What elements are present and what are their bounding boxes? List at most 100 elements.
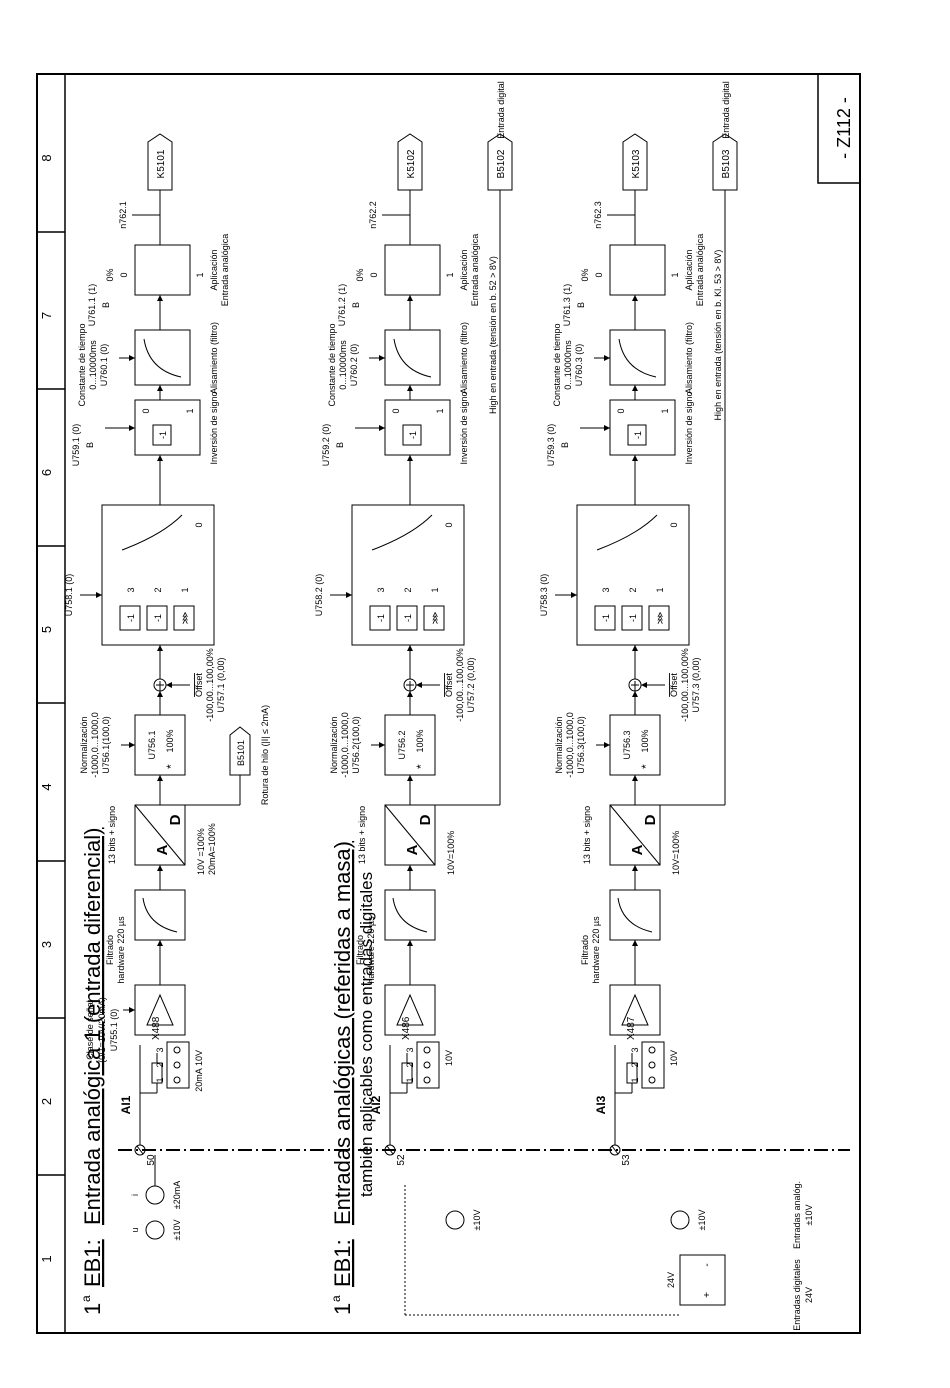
offset-label: -100,00...100,00% — [205, 648, 215, 722]
output-label: K5101 — [156, 149, 167, 178]
filter-label: hardware 220 µs — [366, 916, 376, 984]
zero-pct: 0% — [355, 268, 365, 281]
arrow — [157, 691, 163, 697]
arrow — [157, 455, 163, 461]
offset-label: -100,00...100,00% — [455, 648, 465, 722]
smoothing-label: Alisamiento (filtro) — [209, 322, 219, 394]
output-connector — [397, 133, 423, 191]
terminal-number: 53 — [621, 1154, 632, 1166]
switch-pos: 0 — [391, 408, 401, 413]
switch-pos: 1 — [435, 408, 445, 413]
arrow — [157, 775, 163, 781]
terminal-number: 50 — [146, 1154, 157, 1166]
output-label: K5102 — [406, 149, 417, 178]
wire-break-connector — [229, 726, 251, 776]
jumper-pin-label: 2 — [155, 1062, 165, 1067]
scale-note: 20mA=100% — [207, 823, 217, 875]
signal-class-label: U755.1 (0) — [109, 1009, 119, 1052]
signal-class-label: (0/1=10V/20mA) — [97, 997, 107, 1063]
jumper-box — [166, 1041, 190, 1089]
application-label: Entrada analógica — [695, 234, 705, 307]
offset-label: -100,00...100,00% — [680, 648, 690, 722]
column-number: 2 — [39, 1098, 54, 1105]
abs-sub-label: ⋙ — [430, 611, 440, 624]
jumper-voltage: 10V — [444, 1050, 454, 1066]
title1-super: a — [79, 1295, 93, 1302]
arrow — [416, 682, 422, 688]
jumper-pin-1 — [423, 1076, 431, 1084]
arrow — [632, 691, 638, 697]
abs-sub-label: ⋙ — [180, 611, 190, 624]
mult-param: U756.3 — [622, 730, 632, 759]
abs-num: 1 — [430, 587, 440, 592]
abs-block — [576, 504, 690, 646]
app-param: U761.1 (1) — [87, 284, 97, 327]
abs-selector — [596, 514, 658, 551]
analog-inputs-label: ±10V — [804, 1205, 814, 1226]
smoothing-filter-block — [609, 329, 666, 386]
arrow — [632, 645, 638, 651]
amplifier-triangle — [621, 993, 649, 1026]
switch-pos: 1 — [185, 408, 195, 413]
mult-param: U756.2 — [397, 730, 407, 759]
title2-num: 1 — [330, 1303, 355, 1315]
norm-label: -1000,0...1000,0 — [565, 712, 575, 778]
offset-label: Offset — [194, 673, 204, 697]
abs-param: U758.3 (0) — [539, 574, 549, 617]
app-param: U761.3 (1) — [562, 284, 572, 327]
scale-note: 10V =100% — [196, 828, 206, 875]
switch-pos: 1 — [660, 408, 670, 413]
arrow — [157, 295, 163, 301]
jumper-box — [416, 1041, 440, 1089]
arrow — [157, 940, 163, 946]
jumper-note: 20mA — [194, 1068, 204, 1092]
abs-num: 1 — [655, 587, 665, 592]
abs-param: U758.1 (0) — [64, 574, 74, 617]
application-switch-block — [609, 244, 666, 296]
arrow — [379, 425, 385, 431]
jumper-box — [641, 1041, 665, 1089]
source-ai3 — [670, 1210, 690, 1230]
n-param: n762.2 — [368, 201, 378, 229]
title2-text: Entradas analógicas (referidas a masa) — [330, 841, 355, 1225]
hardware-filter-block — [384, 889, 436, 941]
inv-sub-label: -1 — [158, 431, 168, 439]
time-constant-label: Constante de tiempo — [327, 323, 337, 406]
channel-label: AI3 — [594, 1095, 608, 1114]
mult-star: * — [164, 764, 178, 769]
adc-bits: 13 bits + signo — [107, 806, 117, 864]
title2-subtitle: también aplicables como entradas digital… — [357, 872, 376, 1197]
smoothing-curve — [393, 338, 432, 378]
switch-pos: 1 — [195, 272, 205, 277]
battery-box — [679, 1254, 726, 1306]
norm-label: U756.3(100,0) — [576, 716, 586, 774]
arrow — [604, 425, 610, 431]
arrow — [632, 940, 638, 946]
inv-sub-block — [402, 424, 422, 446]
filter-label: hardware 220 µs — [591, 916, 601, 984]
smoothing-filter-block — [384, 329, 441, 386]
abs-sub-block — [648, 605, 670, 631]
arrow — [632, 385, 638, 391]
time-constant-label: 0...10000ms — [563, 340, 573, 390]
abs-sub-block — [423, 605, 445, 631]
app-b: B — [351, 302, 361, 308]
switch-pos: 1 — [670, 272, 680, 277]
filter-label: Filtrado — [580, 935, 590, 965]
smoothing-label: Alisamiento (filtro) — [684, 322, 694, 394]
application-switch-block — [134, 244, 191, 296]
digital-output-label: B5103 — [721, 149, 732, 178]
jumper-pin-2 — [648, 1061, 656, 1069]
arrow — [379, 355, 385, 361]
arrow — [346, 592, 352, 598]
inv-sub-block — [152, 424, 172, 446]
adc-d: D — [417, 814, 434, 825]
arrow — [407, 455, 413, 461]
column-number: 5 — [39, 626, 54, 633]
wire-break-output: B5101 — [236, 740, 246, 766]
abs-num: 1 — [180, 587, 190, 592]
